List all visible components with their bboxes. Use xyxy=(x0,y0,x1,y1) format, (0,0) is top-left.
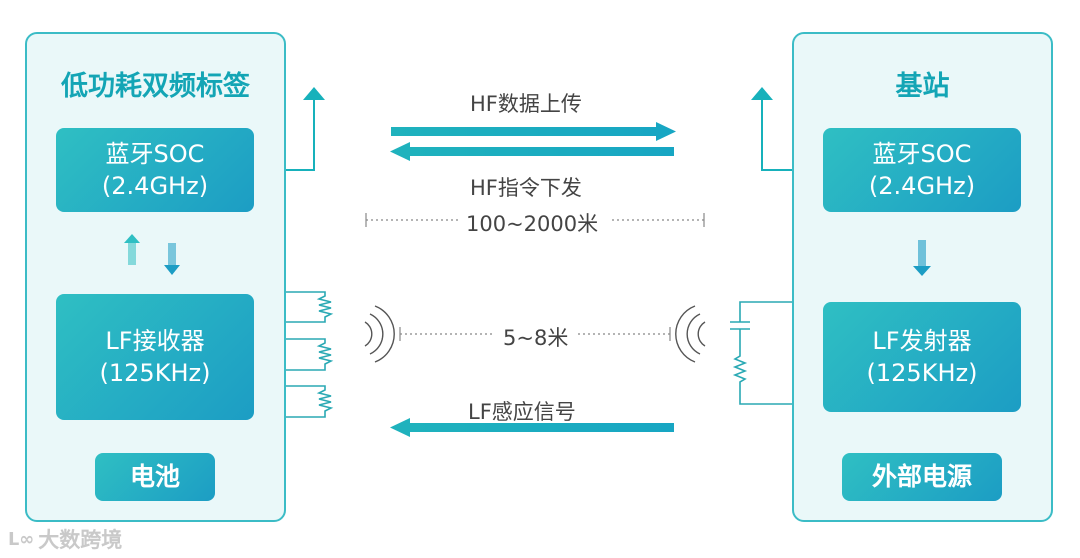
lf-range-label: 5~8米 xyxy=(503,326,569,350)
tag-lf-receiver-label: LF接收器 xyxy=(105,326,205,355)
watermark-text: 大数跨境 xyxy=(38,528,123,552)
hf-upload-arrow xyxy=(391,122,676,141)
base-control-arrow xyxy=(913,240,931,276)
hf-command-label: HF指令下发 xyxy=(470,176,582,200)
base-bluetooth-soc-label: 蓝牙SOC xyxy=(872,139,972,168)
watermark-logo-icon: ᒪ∞ xyxy=(8,528,35,550)
tag-lf-coils-icon xyxy=(286,291,334,418)
tag-wave-icon xyxy=(364,305,395,363)
base-lf-transmitter-freq-label: (125KHz) xyxy=(866,359,978,387)
tag-panel: 低功耗双频标签 蓝牙SOC (2.4GHz) LF接收器 (125KHz) 电池 xyxy=(25,32,286,522)
lf-signal-arrow xyxy=(390,418,674,437)
tag-antenna-icon xyxy=(286,87,325,171)
base-bluetooth-freq-label: (2.4GHz) xyxy=(868,172,976,200)
base-lf-transmitter-label: LF发射器 xyxy=(872,326,972,355)
base-antenna-icon xyxy=(751,87,792,171)
tag-lf-receiver-freq-label: (125KHz) xyxy=(99,359,211,387)
base-wave-icon xyxy=(675,305,706,363)
base-lf-transmitter-box: LF发射器 (125KHz) xyxy=(823,302,1021,412)
tag-bluetooth-freq-label: (2.4GHz) xyxy=(101,172,209,200)
hf-upload-label: HF数据上传 xyxy=(470,92,582,116)
tag-data-exchange-arrows xyxy=(124,234,180,275)
hf-command-arrow xyxy=(390,142,674,161)
base-power-label: 外部电源 xyxy=(871,462,972,492)
base-bluetooth-soc-box: 蓝牙SOC (2.4GHz) xyxy=(823,128,1021,212)
base-station-title: 基站 xyxy=(895,71,950,102)
tag-lf-receiver-box: LF接收器 (125KHz) xyxy=(56,294,254,420)
lf-range-line xyxy=(399,327,671,341)
watermark: ᒪ∞ 大数跨境 xyxy=(8,524,122,554)
base-station-panel: 基站 蓝牙SOC (2.4GHz) LF发射器 (125KHz) 外部电源 xyxy=(792,32,1053,522)
base-power-box: 外部电源 xyxy=(842,453,1002,501)
tag-battery-box: 电池 xyxy=(95,453,215,501)
lf-signal-label: LF感应信号 xyxy=(468,400,576,424)
tag-battery-label: 电池 xyxy=(129,462,180,492)
base-lc-circuit-icon xyxy=(730,301,792,405)
tag-panel-title: 低功耗双频标签 xyxy=(61,71,250,102)
hf-range-line xyxy=(365,213,705,227)
tag-bluetooth-soc-box: 蓝牙SOC (2.4GHz) xyxy=(56,128,254,212)
hf-range-label: 100~2000米 xyxy=(466,212,599,236)
tag-bluetooth-soc-label: 蓝牙SOC xyxy=(105,139,205,168)
